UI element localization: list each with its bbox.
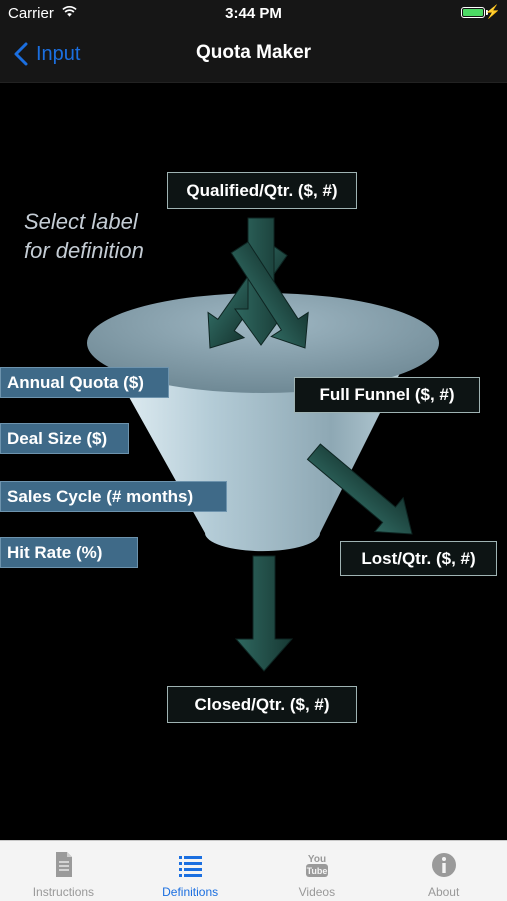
list-icon [179,856,203,877]
back-label: Input [36,42,81,65]
svg-text:Tube: Tube [306,866,327,876]
chevron-left-icon [14,42,28,66]
tab-label: Instructions [32,885,95,899]
arrow-right-in [230,241,309,349]
arrow-closed-out [234,555,294,672]
info-icon [431,853,456,877]
page-title: Quota Maker [195,42,312,63]
document-icon [56,852,73,877]
deal-size-label[interactable]: Deal Size ($) [0,423,129,454]
definitions-view: Select label for definition Qualified/Qt… [0,83,507,840]
battery-icon [461,7,485,18]
carrier-label: Carrier [8,5,54,22]
qualified-per-quarter-box[interactable]: Qualified/Qtr. ($, #) [167,172,357,209]
select-label-hint: Select label for definition [24,209,144,263]
tab-instructions[interactable]: Instructions [0,841,127,901]
svg-text:You: You [308,854,326,865]
sales-cycle-label[interactable]: Sales Cycle (# months) [0,481,227,512]
tab-definitions[interactable]: Definitions [127,841,254,901]
battery-cap [486,10,488,15]
annual-quota-label[interactable]: Annual Quota ($) [0,367,169,398]
tab-label: Videos [298,885,336,899]
full-funnel-box[interactable]: Full Funnel ($, #) [294,377,480,413]
closed-per-quarter-box[interactable]: Closed/Qtr. ($, #) [167,686,357,723]
tab-videos[interactable]: You Tube Videos [254,841,381,901]
tab-bar: Instructions Definitions You Tube Videos… [0,840,507,901]
tab-label: About [427,885,460,899]
status-time: 3:44 PM [225,5,282,22]
navigation-bar: Input Quota Maker [0,28,507,83]
wifi-icon [62,5,77,17]
youtube-icon: You Tube [305,854,328,877]
charging-icon: ⚡ [484,4,501,19]
tab-about[interactable]: About [380,841,507,901]
back-button[interactable]: Input [12,38,80,70]
hit-rate-label[interactable]: Hit Rate (%) [0,537,138,568]
arrow-lost-out [306,443,413,535]
lost-per-quarter-box[interactable]: Lost/Qtr. ($, #) [340,541,497,576]
status-bar: Carrier 3:44 PM ⚡ [0,0,507,28]
tab-label: Definitions [162,885,219,899]
